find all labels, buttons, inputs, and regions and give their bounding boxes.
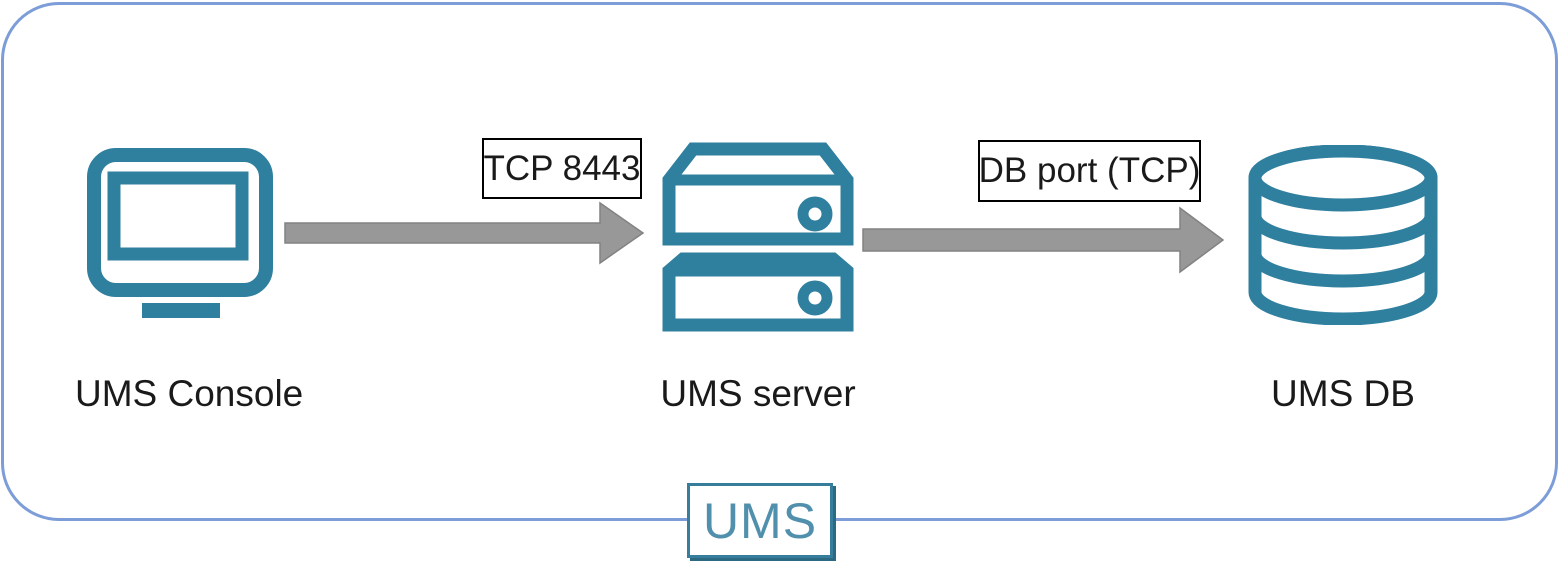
node-label-ums-console: UMS Console: [75, 373, 304, 414]
port-label-text: TCP 8443: [483, 148, 641, 188]
node-label-ums-server: UMS server: [660, 373, 856, 414]
monitor-icon: [87, 148, 273, 318]
server-stack-icon: [662, 142, 854, 332]
ums-badge-label: UMS: [702, 492, 818, 549]
ums-badge: UMS: [687, 483, 833, 558]
node-label-ums-db: UMS DB: [1271, 373, 1415, 414]
arrow-server-to-db-icon: [862, 206, 1225, 274]
port-label-db-port: DB port (TCP): [978, 140, 1201, 202]
arrow-console-to-server-icon: [284, 201, 645, 265]
database-icon: [1248, 145, 1438, 325]
port-label-text: DB port (TCP): [978, 151, 1201, 190]
port-label-tcp-8443: TCP 8443: [482, 138, 642, 199]
